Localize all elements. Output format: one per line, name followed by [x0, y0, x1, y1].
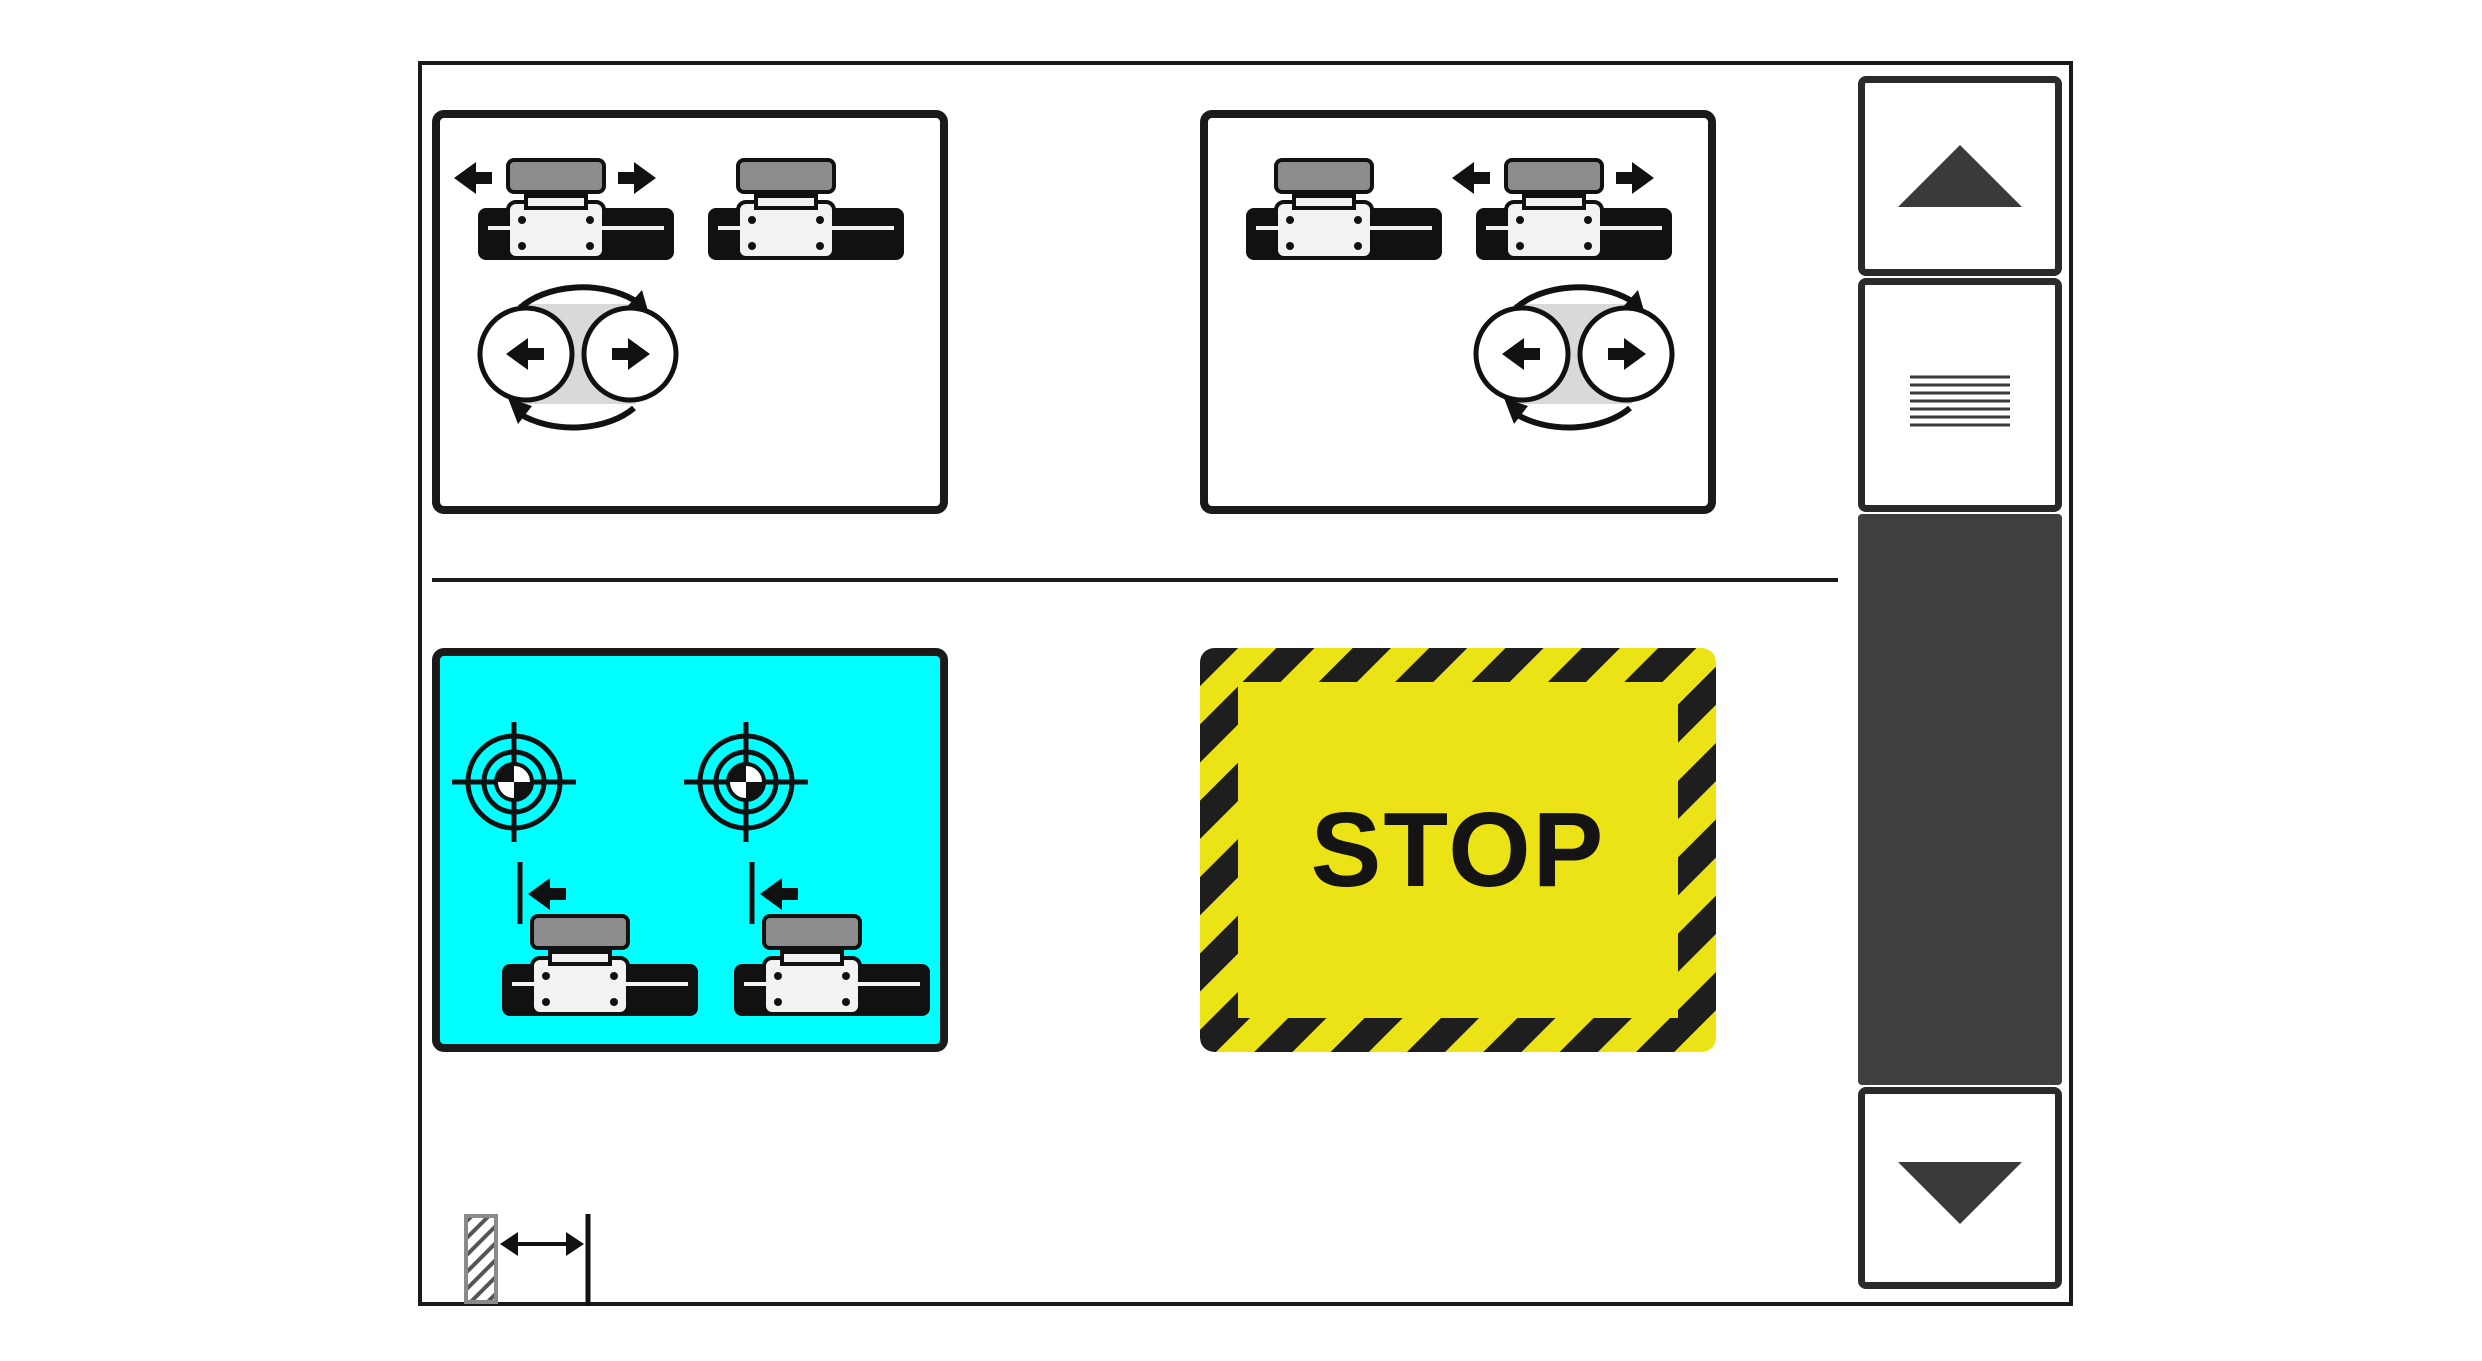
stop-label: STOP — [1310, 790, 1606, 909]
select-right-carriage-rotate-icon — [1244, 158, 1708, 506]
menu-lines-icon — [1910, 375, 2010, 427]
scroll-menu-button[interactable] — [1858, 278, 2062, 512]
triangle-down-icon — [1898, 1162, 2022, 1224]
scroll-up-button[interactable] — [1858, 76, 2062, 276]
hazard-stripes-stop-icon — [1200, 648, 1716, 1052]
section-divider — [432, 578, 1838, 582]
right-carriage-rotate-button[interactable] — [1200, 110, 1716, 514]
stop-button[interactable]: STOP — [1200, 648, 1716, 1052]
reference-both-carriages-icon — [440, 656, 932, 1018]
left-carriage-rotate-button[interactable] — [432, 110, 948, 514]
select-left-carriage-rotate-icon — [454, 158, 906, 506]
reference-carriages-button[interactable] — [432, 648, 948, 1052]
scroll-down-button[interactable] — [1858, 1087, 2062, 1289]
distance-to-wall-icon — [464, 1214, 591, 1306]
triangle-up-icon — [1898, 145, 2022, 207]
scrollbar-track[interactable] — [1858, 514, 2062, 1085]
